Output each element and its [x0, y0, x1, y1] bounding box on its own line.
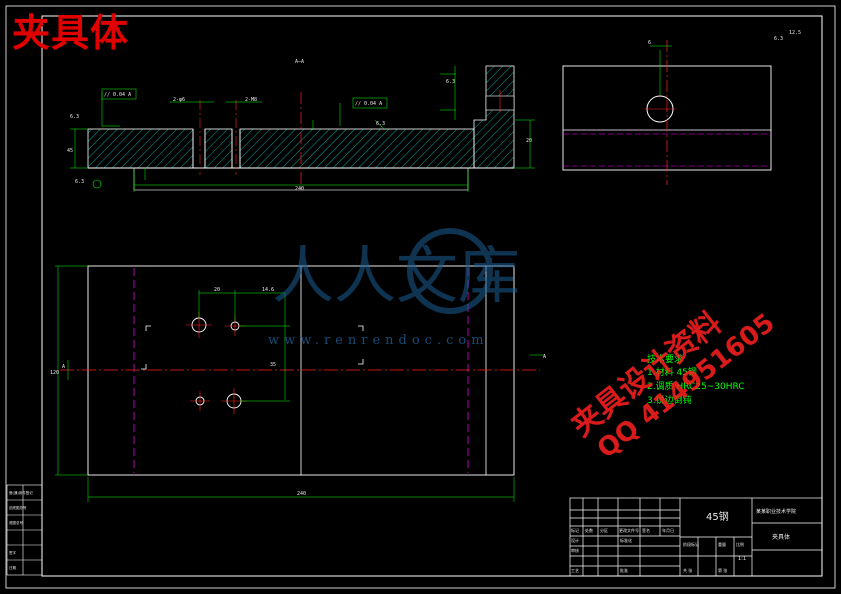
svg-text:45: 45: [67, 148, 73, 154]
svg-text:240: 240: [295, 186, 304, 192]
svg-text:120: 120: [50, 370, 59, 376]
svg-text:12.5: 12.5: [789, 30, 801, 36]
inner-frame: [41, 15, 823, 577]
svg-text:20: 20: [526, 138, 532, 144]
side-table-4: 日期: [9, 565, 16, 570]
side-table-1: 旧底图总号: [9, 505, 27, 510]
tech-notes: 技术要求 1.材料 45钢 2.调质 HRC25~30HRC 3.锐边倒钝: [647, 353, 745, 406]
notes-item-2: 2.调质 HRC25~30HRC: [647, 380, 745, 392]
role-cell-3: 标准化: [620, 537, 632, 543]
svg-text:20: 20: [214, 287, 220, 293]
section-body-mid: [204, 128, 233, 169]
role-cell-2: 工艺: [571, 568, 579, 573]
header-cell-5: 年月日: [662, 527, 674, 533]
svg-text:A—A: A—A: [295, 59, 304, 65]
notes-item-3: 3.锐边倒钝: [647, 394, 692, 406]
svg-text:2-φ6: 2-φ6: [173, 97, 185, 103]
svg-text:// 0.04 A: // 0.04 A: [355, 101, 382, 107]
section-step: [473, 65, 515, 169]
svg-text:// 0.04 A: // 0.04 A: [104, 92, 131, 98]
svg-text:A: A: [62, 364, 65, 370]
side-table-3: 签字: [9, 550, 16, 555]
svg-text:35: 35: [270, 362, 276, 368]
plan-view: 120 240 20 14.6 35 A A: [50, 265, 546, 502]
section-view: A—A 240 45 20 2-φ6 2-M8 // 0.04 A // 0.0…: [67, 59, 535, 192]
svg-text:A: A: [543, 354, 546, 360]
svg-text:2-M8: 2-M8: [245, 97, 257, 103]
svg-text:6.3: 6.3: [75, 179, 84, 185]
role-cell-1: 审核: [571, 547, 579, 553]
svg-text:14.6: 14.6: [262, 287, 274, 293]
svg-text:6.3: 6.3: [376, 121, 385, 127]
side-table-2: 底图总号: [9, 520, 23, 525]
side-table-0: 借(通)用件登记: [9, 490, 33, 495]
svg-text:6.3: 6.3: [446, 79, 455, 85]
sheet-cell-2: 比例: [736, 541, 744, 547]
scale-value: 1:1: [738, 556, 746, 562]
sheet-cell-3: 共 张: [683, 567, 692, 573]
svg-text:6: 6: [648, 40, 651, 46]
section-body-right: [239, 128, 475, 169]
school-line: 某某职业技术学院: [756, 508, 796, 515]
drawing-title: 夹具体: [12, 11, 130, 55]
svg-text:240: 240: [297, 491, 306, 497]
svg-text:6.3: 6.3: [774, 36, 783, 42]
outer-frame: [5, 5, 836, 589]
svg-text:6.3: 6.3: [70, 114, 79, 120]
material-label: 45钢: [706, 510, 729, 523]
sheet-cell-4: 第 张: [718, 567, 727, 573]
header-cell-0: 标记: [571, 527, 579, 533]
role-cell-0: 设计: [571, 537, 579, 543]
sheet-cell-1: 重量: [718, 541, 726, 547]
notes-heading: 技术要求: [647, 353, 683, 365]
role-cell-4: 批准: [620, 567, 628, 573]
notes-item-1: 1.材料 45钢: [647, 366, 697, 378]
watermark-url: www.renrendoc.com: [268, 333, 489, 348]
title-block-grid: [569, 497, 823, 577]
drawing-name: 夹具体: [772, 533, 790, 541]
side-register-table: [6, 484, 43, 576]
header-cell-1: 处数: [585, 527, 593, 533]
side-view: 6 6.3 12.5: [562, 30, 801, 185]
sheet-cell-0: 阶段标记: [683, 541, 699, 547]
header-cell-4: 签名: [642, 527, 650, 533]
header-cell-2: 分区: [600, 527, 608, 533]
section-body-left: [87, 128, 194, 169]
header-cell-3: 更改文件号: [619, 527, 639, 533]
